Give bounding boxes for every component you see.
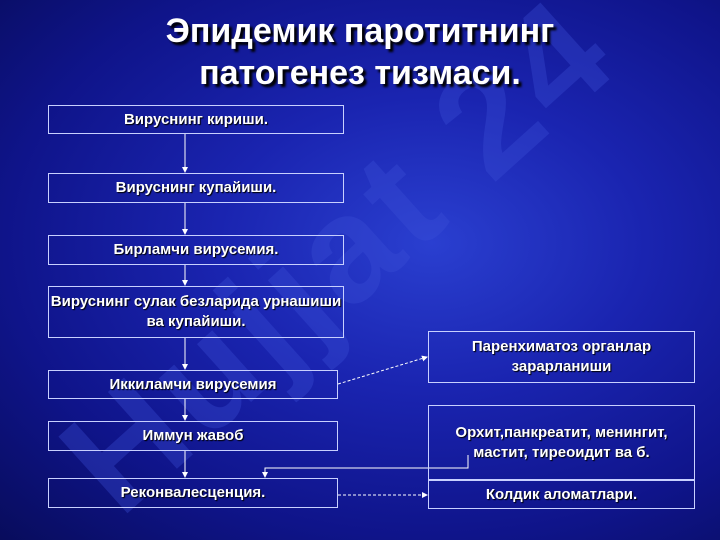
box-immune-response: Иммун жавоб: [48, 421, 338, 451]
box-residual-symptoms: Колдик аломатлари.: [428, 480, 695, 509]
arrow-complications-to-recovery: [262, 455, 469, 478]
arrow-dashed-to-parenchyma: [337, 355, 428, 385]
slide-title: Эпидемик паротитнинг патогенез тизмаси.: [0, 10, 720, 94]
title-line-2: патогенез тизмаси.: [199, 54, 521, 92]
box-virus-entry: Вируснинг кириши.: [48, 105, 344, 134]
box-complications: Орхит,панкреатит, менингит, мастит, тире…: [428, 405, 695, 480]
box-parenchymal-organ-damage: Паренхиматоз органлар зарарланиши: [428, 331, 695, 383]
box-salivary-gland-settlement: Вируснинг сулак безларида урнашиши ва ку…: [48, 286, 344, 338]
title-line-1: Эпидемик паротитнинг: [165, 12, 555, 50]
box-convalescence: Реконвалесценция.: [48, 478, 338, 508]
box-primary-viremia: Бирламчи вирусемия.: [48, 235, 344, 265]
box-virus-replication: Вируснинг купайиши.: [48, 173, 344, 203]
box-secondary-viremia: Иккиламчи вирусемия: [48, 370, 338, 399]
